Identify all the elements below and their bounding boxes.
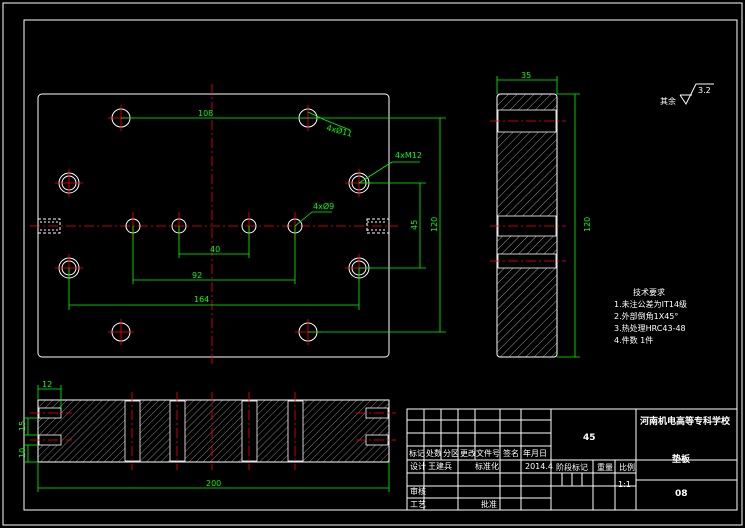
- dim-45: 45: [410, 220, 419, 230]
- header-zone: 分区: [443, 449, 459, 458]
- tech-req-title: 技术要求: [633, 287, 665, 297]
- drawing-number: 08: [675, 489, 688, 499]
- designer-label: 设计: [410, 461, 426, 471]
- header-date: 年月日: [523, 448, 547, 458]
- tech-req-item: 3.热处理HRC43-48: [614, 323, 686, 333]
- review-label: 审核: [410, 486, 426, 496]
- approve-label: 批准: [481, 499, 497, 509]
- callout-4xd9: 4xØ9: [313, 201, 334, 211]
- roughness-symbol: 其余 3.2: [660, 83, 714, 106]
- front-view: 12 15 10 200: [18, 380, 396, 492]
- dim-200: 200: [206, 479, 221, 488]
- tech-req-item: 1.未注公差为IT14级: [614, 299, 687, 309]
- dim-15: 15: [18, 421, 27, 431]
- header-mark: 标记: [409, 448, 425, 458]
- roughness-label: 其余: [660, 96, 676, 106]
- design-date: 2014.4: [525, 462, 553, 471]
- scale-value: 1:1: [618, 480, 631, 489]
- stage-mark-label: 阶段标记: [556, 462, 588, 472]
- dim-10: 10: [18, 448, 27, 458]
- header-change-doc: 更改文件号: [460, 448, 500, 458]
- dim-40: 40: [210, 245, 220, 254]
- material: 45: [583, 433, 596, 443]
- scale-label: 比例: [619, 462, 635, 472]
- roughness-value: 3.2: [698, 86, 711, 95]
- designer-name: 王建兵: [428, 461, 452, 471]
- dim-108: 108: [198, 109, 213, 118]
- dim-35: 35: [521, 71, 531, 80]
- standardization-label: 标准化: [475, 461, 499, 471]
- part-name: 垫板: [672, 453, 691, 465]
- dim-164: 164: [194, 295, 209, 304]
- process-label: 工艺: [410, 500, 426, 509]
- top-view: 108 40 92 164 45 120 4xØ11 4xM12 4xØ9: [30, 84, 446, 366]
- tech-requirements: 技术要求 1.未注公差为IT14级 2.外部倒角1X45° 3.热处理HRC43…: [614, 287, 687, 345]
- school-name: 河南机电高等专科学校: [640, 415, 731, 427]
- header-count: 处数: [426, 448, 442, 458]
- inner-frame: [23, 19, 738, 511]
- weight-label: 重量: [597, 462, 613, 472]
- dim-120: 120: [430, 217, 439, 232]
- dim-92: 92: [192, 271, 202, 280]
- header-sign: 签名: [503, 448, 519, 458]
- callout-4xm12: 4xM12: [395, 151, 422, 160]
- holes-m12: [55, 169, 373, 282]
- side-view: 35 120: [490, 71, 592, 358]
- tech-req-item: 2.外部倒角1X45°: [614, 311, 678, 321]
- title-block: 45 河南机电高等专科学校 垫板 08 1:1 标记 处数 分区 更改文件号 签…: [406, 408, 738, 511]
- callout-4xd11: 4xØ11: [325, 122, 353, 138]
- tech-req-item: 4.件数 1件: [614, 335, 653, 345]
- side-holes: [37, 218, 390, 234]
- dim-120-side: 120: [583, 217, 592, 232]
- dim-12: 12: [42, 380, 52, 389]
